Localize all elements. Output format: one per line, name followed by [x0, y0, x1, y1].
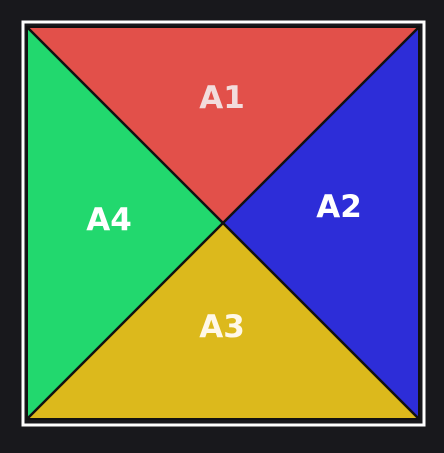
- region-a4: [27, 27, 222, 419]
- label-a2: A2: [316, 189, 362, 225]
- label-a1: A1: [199, 80, 245, 116]
- outer-frame: [21, 20, 426, 427]
- diagonal-line-2: [26, 26, 420, 420]
- region-a2: [222, 27, 419, 419]
- region-a1: [27, 27, 419, 223]
- region-a3: [27, 223, 419, 419]
- label-a3: A3: [199, 309, 245, 345]
- inner-square-border: [26, 26, 420, 420]
- label-a4: A4: [86, 202, 132, 238]
